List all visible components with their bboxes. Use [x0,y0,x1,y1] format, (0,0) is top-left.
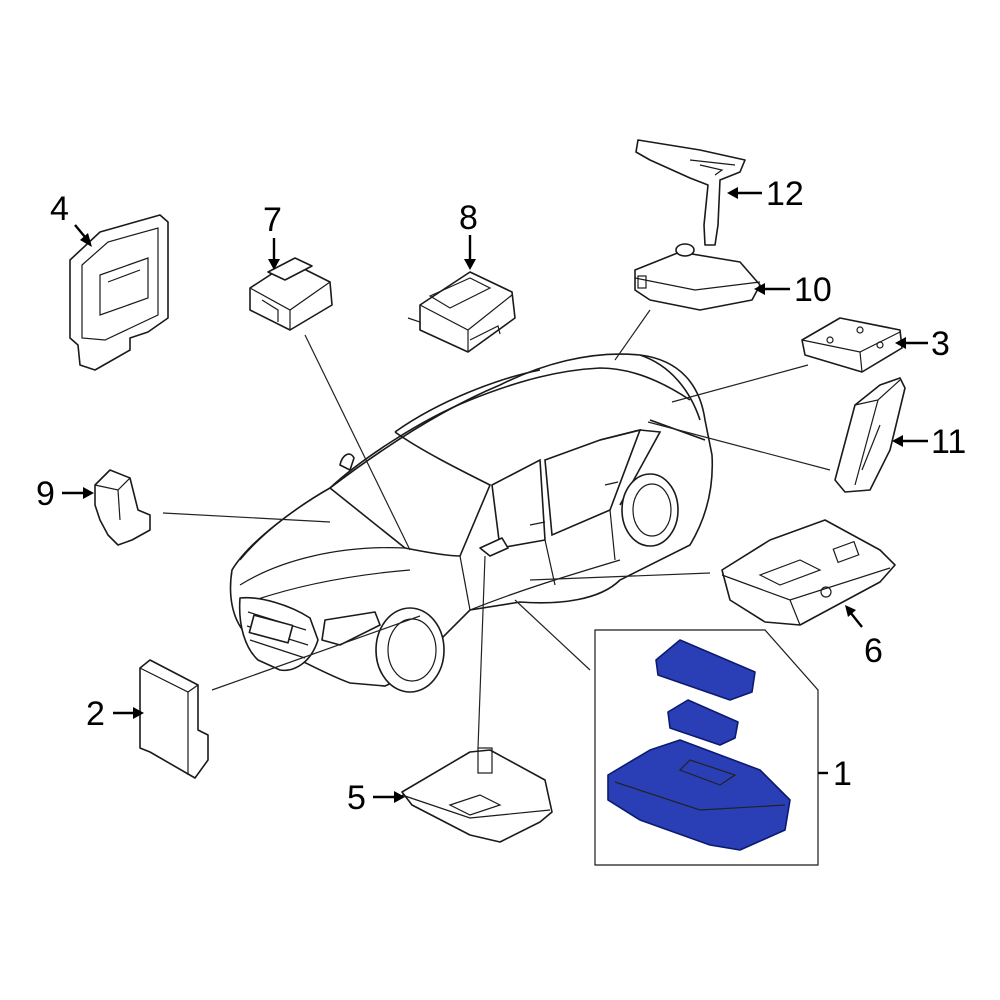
leader-lines [162,309,831,749]
part-4-control-module [69,214,169,371]
callout-labels: 4 7 8 12 10 3 11 9 6 2 5 1 [36,175,966,817]
callout-5: 5 [347,779,366,817]
callout-arrows [62,187,928,803]
callout-6: 6 [864,632,883,670]
car-illustration [229,353,714,693]
callout-9: 9 [36,475,55,513]
part-5-module [401,747,553,843]
callout-1: 1 [833,755,852,793]
part-11-module [834,377,906,493]
callout-12: 12 [766,175,804,213]
part-8-module [407,271,516,353]
part-2-module [139,659,209,779]
callout-3: 3 [931,325,950,363]
part-12-bracket [635,139,746,246]
callout-11: 11 [931,423,966,461]
part-9-relay [94,469,151,546]
part-6-module [721,519,896,626]
part-7-relay-box [249,257,333,331]
callout-4: 4 [50,190,69,228]
part-1-control-unit [594,629,819,866]
callout-10: 10 [794,271,832,309]
part-3-module [801,317,903,373]
callout-2: 2 [86,695,105,733]
callout-8: 8 [459,199,478,237]
callout-7: 7 [263,201,282,239]
part-10-sensor-module [634,243,761,311]
